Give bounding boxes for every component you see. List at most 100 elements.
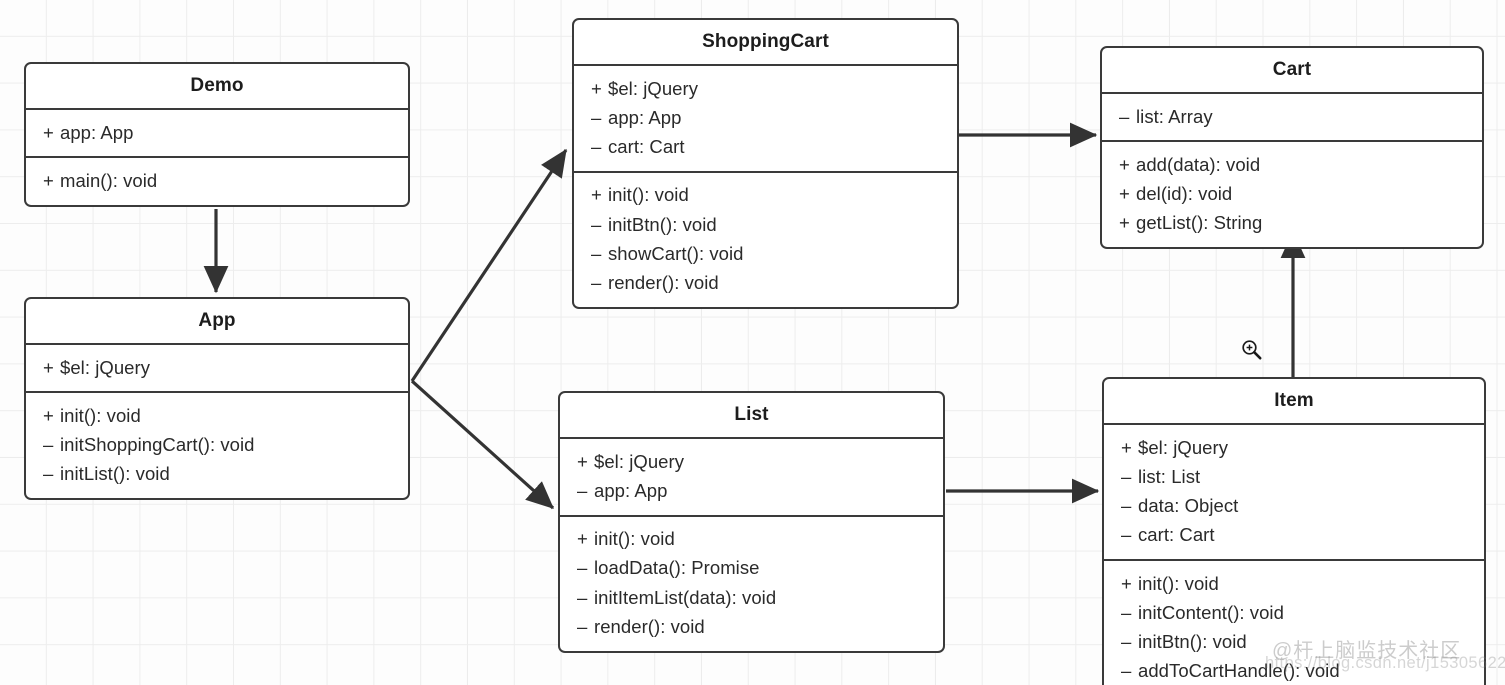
class-box-list[interactable]: List +$el: jQuery –app: App +init(): voi…: [558, 391, 945, 653]
class-attributes-shoppingcart: + $el: jQuery –app: App –cart: Cart: [574, 64, 957, 171]
member-text: init(): void: [1138, 572, 1219, 594]
class-member: –render(): void: [560, 612, 943, 641]
class-member: –cart: Cart: [574, 133, 957, 162]
member-text: addToCartHandle(): void: [1138, 660, 1340, 682]
visibility-marker: –: [1121, 631, 1132, 653]
class-methods-shoppingcart: + init(): void –initBtn(): void –showCart…: [574, 170, 957, 307]
visibility-marker: +: [43, 169, 54, 191]
member-text: cart: Cart: [608, 136, 685, 158]
member-text: render(): void: [608, 272, 719, 294]
visibility-marker: +: [1121, 572, 1132, 594]
class-title-item: Item: [1274, 390, 1314, 411]
class-box-cart[interactable]: Cart –list: Array +add(data): void +del(…: [1100, 46, 1484, 250]
member-text: render(): void: [594, 615, 705, 637]
class-methods-list: +init(): void –loadData(): Promise –init…: [560, 514, 943, 651]
member-text: app: App: [608, 106, 682, 128]
member-text: cart: Cart: [1138, 524, 1215, 546]
visibility-marker: –: [577, 586, 588, 608]
member-text: data: Object: [1138, 495, 1239, 517]
class-member: –showCart(): void: [574, 239, 957, 268]
member-text: initBtn(): void: [1138, 631, 1247, 653]
class-member: + getList(): String: [1102, 209, 1482, 238]
visibility-marker: –: [577, 479, 588, 501]
class-member: + init(): void: [1104, 569, 1484, 598]
class-member: –app: App: [574, 103, 957, 132]
member-text: $el: jQuery: [594, 450, 685, 472]
class-methods-app: +init(): void –initShoppingCart(): void …: [26, 391, 408, 498]
class-methods-cart: +add(data): void +del(id): void +getList…: [1102, 140, 1482, 247]
class-member: +init(): void: [26, 401, 408, 430]
visibility-marker: –: [591, 272, 602, 294]
visibility-marker: –: [43, 434, 54, 456]
visibility-marker: +: [577, 450, 588, 472]
member-text: app: App: [594, 479, 668, 501]
member-text: initItemList(data): void: [594, 586, 777, 608]
class-member: –initList(): void: [26, 460, 408, 489]
class-member: –list: List: [1104, 462, 1484, 491]
class-title-app: App: [198, 310, 236, 331]
member-text: getList(): String: [1136, 212, 1263, 234]
class-member: –initContent(): void: [1104, 598, 1484, 627]
class-title-cart: Cart: [1272, 59, 1312, 80]
member-text: initList(): void: [60, 463, 170, 485]
visibility-marker: –: [1121, 660, 1132, 682]
visibility-marker: –: [1121, 465, 1132, 487]
class-box-item[interactable]: Item +$el: jQuery –list: List –data: Obj…: [1102, 377, 1486, 685]
class-member: –cart: Cart: [1104, 521, 1484, 550]
visibility-marker: +: [591, 184, 602, 206]
visibility-marker: –: [591, 242, 602, 264]
member-text: add(data): void: [1136, 153, 1261, 175]
class-attributes-cart: –list: Array: [1102, 92, 1482, 140]
visibility-marker: –: [1121, 601, 1132, 623]
class-member: –addToCartHandle(): void: [1104, 657, 1484, 685]
class-member: –initBtn(): void: [1104, 628, 1484, 657]
class-member: –render(): void: [574, 269, 957, 298]
member-text: list: Array: [1136, 105, 1213, 127]
class-member: –initBtn(): void: [574, 210, 957, 239]
visibility-marker: –: [591, 106, 602, 128]
visibility-marker: –: [591, 136, 602, 158]
visibility-marker: +: [1121, 436, 1132, 458]
class-title-demo: Demo: [190, 75, 244, 96]
member-text: initContent(): void: [1138, 601, 1284, 623]
class-title-shoppingcart: ShoppingCart: [702, 31, 829, 52]
class-member: –initShoppingCart(): void: [26, 431, 408, 460]
member-text: $el: jQuery: [608, 77, 699, 99]
member-text: showCart(): void: [608, 242, 744, 264]
class-member: + main(): void: [26, 166, 408, 195]
class-methods-demo: + main(): void: [26, 156, 408, 204]
class-member: +app: App: [26, 118, 408, 147]
member-text: init(): void: [608, 184, 689, 206]
class-attributes-app: +$el: jQuery: [26, 343, 408, 391]
class-box-demo[interactable]: Demo +app: App + main(): void: [24, 62, 410, 207]
class-title-list: List: [734, 404, 769, 425]
visibility-marker: +: [43, 404, 54, 426]
visibility-marker: –: [577, 615, 588, 637]
class-member: + $el: jQuery: [560, 447, 943, 476]
class-box-app[interactable]: App +$el: jQuery +init(): void –initShop…: [24, 297, 410, 501]
class-member: –loadData(): Promise: [560, 554, 943, 583]
visibility-marker: –: [591, 213, 602, 235]
member-text: loadData(): Promise: [594, 557, 760, 579]
visibility-marker: +: [577, 528, 588, 550]
visibility-marker: +: [1119, 212, 1130, 234]
member-text: init(): void: [594, 528, 675, 550]
member-text: main(): void: [60, 169, 158, 191]
zoom-in-magnifier-icon[interactable]: [1240, 338, 1264, 362]
visibility-marker: –: [43, 463, 54, 485]
member-text: initShoppingCart(): void: [60, 434, 255, 456]
connector-app-to-shoppingcart: [410, 148, 568, 382]
connector-app-to-list: [410, 379, 555, 510]
class-box-shoppingcart[interactable]: ShoppingCart +$el: jQuery –app: App –car…: [572, 18, 959, 309]
member-text: del(id): void: [1136, 183, 1233, 205]
visibility-marker: –: [1121, 495, 1132, 517]
member-text: $el: jQuery: [1138, 436, 1229, 458]
class-attributes-item: + $el: jQuery –list: List –data: Object –…: [1104, 423, 1484, 559]
member-text: app: App: [60, 121, 134, 143]
class-member: + $el: jQuery: [574, 74, 957, 103]
visibility-marker: –: [577, 557, 588, 579]
class-attributes-demo: +app: App: [26, 108, 408, 156]
visibility-marker: +: [591, 77, 602, 99]
class-member: + $el: jQuery: [1104, 433, 1484, 462]
